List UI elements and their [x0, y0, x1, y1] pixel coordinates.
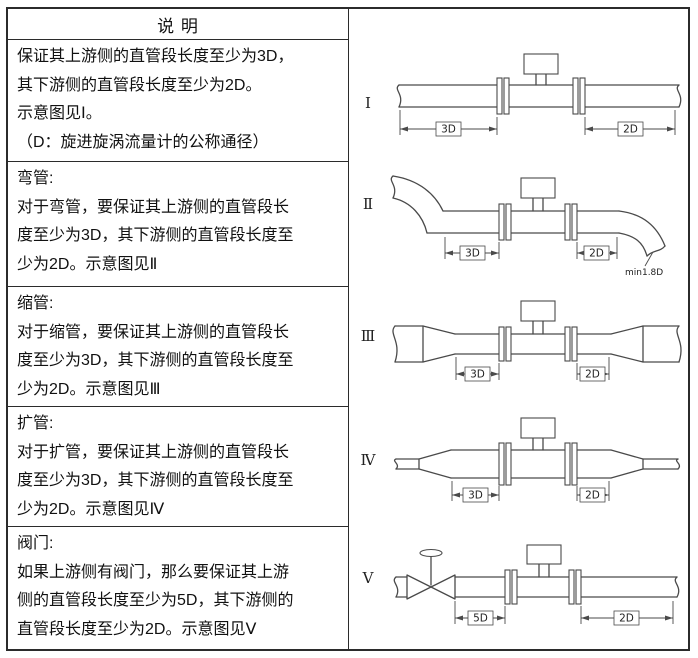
upstream-dimension: 3D — [455, 357, 500, 382]
pipe-body — [393, 442, 681, 486]
dimension-label-upstream: 3D — [468, 490, 483, 502]
row-valve-text: 阀门: 如果上游侧有阀门，那么要保证其上游 侧的直管段长度至少为5D，其下游侧的… — [8, 527, 349, 649]
dimension-label-upstream: 3D — [465, 247, 480, 259]
figure-3-block: Ⅲ — [349, 287, 688, 407]
reducer-pipe-diagram: 3D 2D — [392, 300, 682, 382]
dimension-label-upstream: 3D — [441, 123, 456, 135]
figure-1-block: Ⅰ — [349, 9, 688, 162]
row-bend-text: 弯管: 对于弯管，要保证其上游侧的直管段长 度至少为3D，其下游侧的直管段长度至… — [8, 162, 349, 287]
flowmeter-transmitter-icon — [523, 52, 559, 86]
figure-4-block: Ⅳ — [349, 407, 688, 527]
table-header-cell: 说 明 — [8, 9, 349, 40]
downstream-dimension: 2D — [576, 236, 618, 260]
pipe-body — [393, 569, 680, 605]
min-bend-radius-note: min1.8D — [625, 251, 663, 278]
figure-4-label: Ⅳ — [360, 451, 376, 469]
row-straight-text: 保证其上游侧的直管段长度至少为3D， 其下游侧的直管段长度至少为2D。 示意图见… — [8, 40, 349, 162]
dimension-label-downstream: 2D — [623, 123, 638, 135]
upstream-dimension: 5D — [454, 601, 506, 626]
expander-pipe-diagram: 3D 2D — [393, 417, 681, 503]
figure-1-label: Ⅰ — [365, 93, 371, 112]
flowmeter-transmitter-icon — [520, 417, 556, 451]
flowmeter-transmitter-icon — [526, 544, 562, 578]
dimension-label-downstream: 2D — [585, 490, 600, 502]
downstream-dimension: 2D — [576, 357, 610, 382]
figure-5-label: Ⅴ — [362, 569, 374, 587]
downstream-dimension: 2D — [580, 601, 674, 626]
dimension-label-upstream: 3D — [470, 369, 485, 381]
figure-5-block: Ⅴ — [349, 527, 688, 649]
dimension-label-downstream: 2D — [619, 613, 634, 625]
upstream-dimension: 3D — [444, 236, 500, 260]
downstream-dimension: 2D — [576, 481, 610, 503]
svg-text:min1.8D: min1.8D — [625, 268, 663, 278]
figure-3-label: Ⅲ — [360, 327, 376, 345]
pipe-body — [392, 325, 682, 363]
figure-2-label: Ⅱ — [362, 194, 374, 213]
flowmeter-transmitter-icon — [520, 300, 556, 335]
dimension-label-downstream: 2D — [589, 247, 604, 259]
figure-2-block: Ⅱ — [349, 162, 688, 287]
bend-pipe-diagram: 3D 2D min1.8D — [390, 174, 666, 278]
flowmeter-transmitter-icon — [520, 176, 556, 212]
dimension-label-upstream: 5D — [473, 613, 488, 625]
upstream-dimension: 3D — [399, 109, 498, 136]
straight-pipe-diagram: 3D 2D — [396, 52, 682, 136]
downstream-dimension: 2D — [584, 109, 676, 136]
row-expander-text: 扩管: 对于扩管，要保证其上游侧的直管段长 度至少为3D，其下游侧的直管段长度至… — [8, 407, 349, 527]
pipe-body — [396, 76, 682, 115]
pipe-body — [426, 202, 666, 257]
pipe-bend-icon — [390, 174, 444, 234]
figures-column: Ⅰ — [349, 9, 688, 649]
table-header-title: 说 明 — [157, 16, 199, 36]
valve-pipe-diagram: 5D 2D — [393, 544, 680, 626]
row-reducer-text: 缩管: 对于缩管，要保证其上游侧的直管段长 度至少为3D，其下游侧的直管段长度至… — [8, 287, 349, 407]
dimension-label-downstream: 2D — [585, 369, 600, 381]
valve-icon — [406, 548, 456, 600]
installation-spec-table: 说 明 保证其上游侧的直管段长度至少为3D， 其下游侧的直管段长度至少为2D。 … — [6, 7, 690, 651]
upstream-dimension: 3D — [451, 481, 500, 503]
